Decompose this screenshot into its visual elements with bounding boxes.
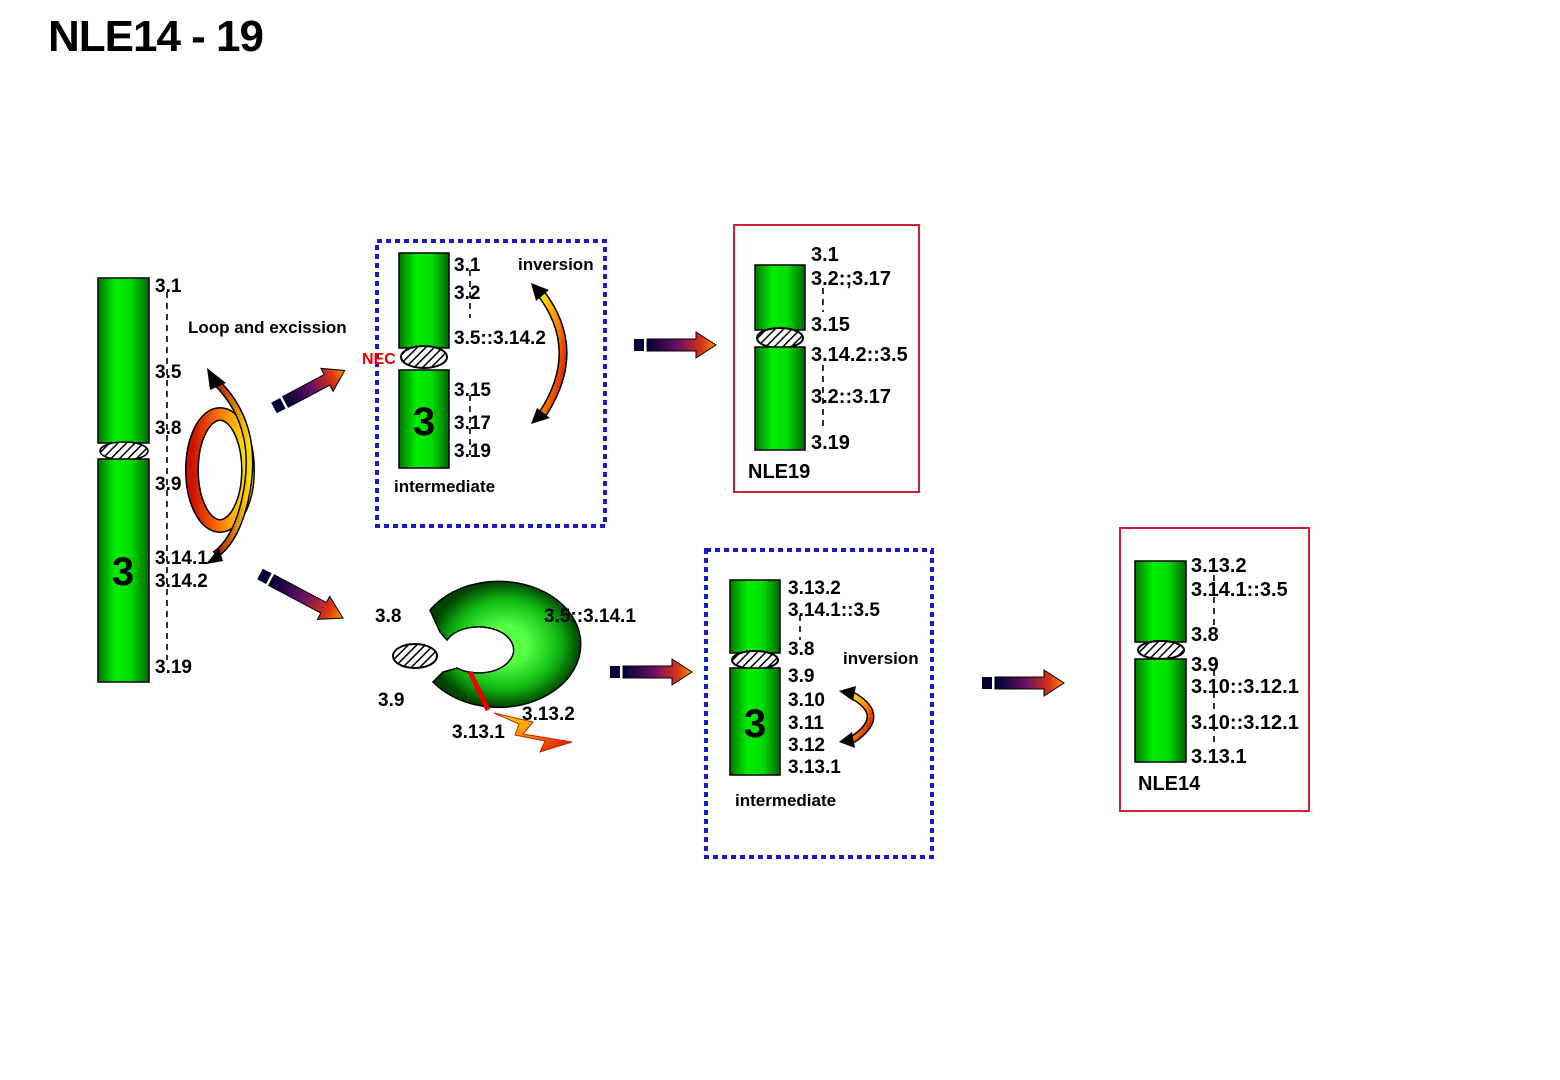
ring-label: 3.13.2	[522, 704, 575, 725]
loop-excision-label: Loop and excission	[188, 318, 347, 337]
chromosome-number: 3	[112, 550, 134, 594]
inversion-label: inversion	[518, 255, 594, 274]
bottom-intermediate-box	[704, 548, 934, 859]
top-intermediate-box	[375, 239, 607, 528]
band-label: 3.9	[788, 666, 814, 687]
nle19-caption: NLE19	[748, 461, 810, 483]
loop-excision-arrow	[185, 368, 255, 564]
centromere	[400, 345, 448, 369]
band-label: 3.14.2	[155, 571, 208, 592]
chromosome-short-arm	[97, 277, 150, 444]
centromere	[1137, 640, 1185, 660]
nec-label: NEC	[362, 351, 396, 368]
band-label: 3.14.2::3.5	[811, 344, 908, 366]
band-label: 3.10::3.12.1	[1191, 676, 1299, 698]
inversion-arrow	[531, 283, 568, 424]
band-label: 3.15	[811, 314, 850, 336]
chromosome-long-arm	[97, 458, 150, 683]
band-label: 3.10	[788, 690, 825, 711]
nle19-box	[733, 224, 920, 493]
band-label: 3.5	[155, 362, 182, 383]
band-label: 3.15	[454, 380, 491, 401]
band-label: 3.17	[454, 413, 491, 434]
arrow-to-nle19	[634, 331, 717, 359]
ring-label: 3.13.1	[452, 722, 505, 743]
centromere	[99, 441, 149, 461]
band-label: 3.14.1	[155, 548, 208, 569]
ring-label: 3.8	[375, 606, 401, 627]
chromosome-number: 3	[744, 702, 766, 746]
original-chromosome: 3 3.1 3.5 3.8 3.9 3.14.1 3.14.2 3.19	[97, 276, 208, 683]
bottom-intermediate-chromosome: 3	[729, 579, 801, 776]
inversion-arrow	[839, 686, 875, 748]
band-label: 3.14.1::3.5	[788, 600, 880, 621]
arrow-to-top-intermediate	[271, 367, 346, 414]
band-label: 3.2:;3.17	[811, 268, 891, 290]
centromere	[731, 650, 779, 670]
centromere	[392, 643, 438, 669]
intermediate-caption: intermediate	[735, 791, 836, 810]
ring-label: 3.9	[378, 690, 404, 711]
band-label: 3.19	[811, 432, 850, 454]
arrow-to-bottom-intermediate	[610, 658, 693, 686]
band-label: 3.2::3.17	[811, 386, 891, 408]
intermediate-caption: intermediate	[394, 477, 495, 496]
band-label: 3.1	[155, 276, 182, 297]
nle14-box	[1119, 527, 1310, 812]
band-label: 3.5::3.14.2	[454, 328, 546, 349]
band-label: 3.1	[811, 244, 839, 266]
band-label: 3.10::3.12.1	[1191, 712, 1299, 734]
inversion-label: inversion	[843, 649, 919, 668]
band-label: 3.13.2	[1191, 555, 1247, 577]
break-lightning-icon	[493, 712, 573, 753]
band-label: 3.14.1::3.5	[1191, 579, 1288, 601]
nle14-chromosome	[1134, 560, 1215, 763]
nle19-chromosome	[754, 264, 824, 451]
band-label: 3.8	[788, 639, 814, 660]
band-label: 3.19	[155, 657, 192, 678]
band-label: 3.9	[1191, 654, 1219, 676]
band-label: 3.9	[155, 474, 181, 495]
band-label: 3.12	[788, 735, 825, 756]
centromere	[756, 327, 804, 349]
band-label: 3.13.1	[788, 757, 841, 778]
band-label: 3.8	[1191, 624, 1219, 646]
band-label: 3.13.2	[788, 578, 841, 599]
band-label: 3.11	[788, 713, 824, 734]
band-label: 3.8	[155, 418, 181, 439]
band-label: 3.19	[454, 441, 491, 462]
arrow-to-nle14	[982, 669, 1065, 697]
band-label: 3.2	[454, 283, 480, 304]
nle14-caption: NLE14	[1138, 773, 1201, 795]
band-label: 3.1	[454, 255, 481, 276]
ring-chromosome	[392, 580, 582, 753]
top-intermediate-chromosome: 3	[398, 252, 471, 469]
band-label: 3.13.1	[1191, 746, 1247, 768]
arrow-to-ring	[257, 568, 344, 620]
ring-label: 3.5::3.14.1	[544, 606, 636, 627]
chromosome-number: 3	[413, 400, 435, 444]
page-title: NLE14 - 19	[48, 12, 264, 61]
break-line	[467, 670, 491, 712]
